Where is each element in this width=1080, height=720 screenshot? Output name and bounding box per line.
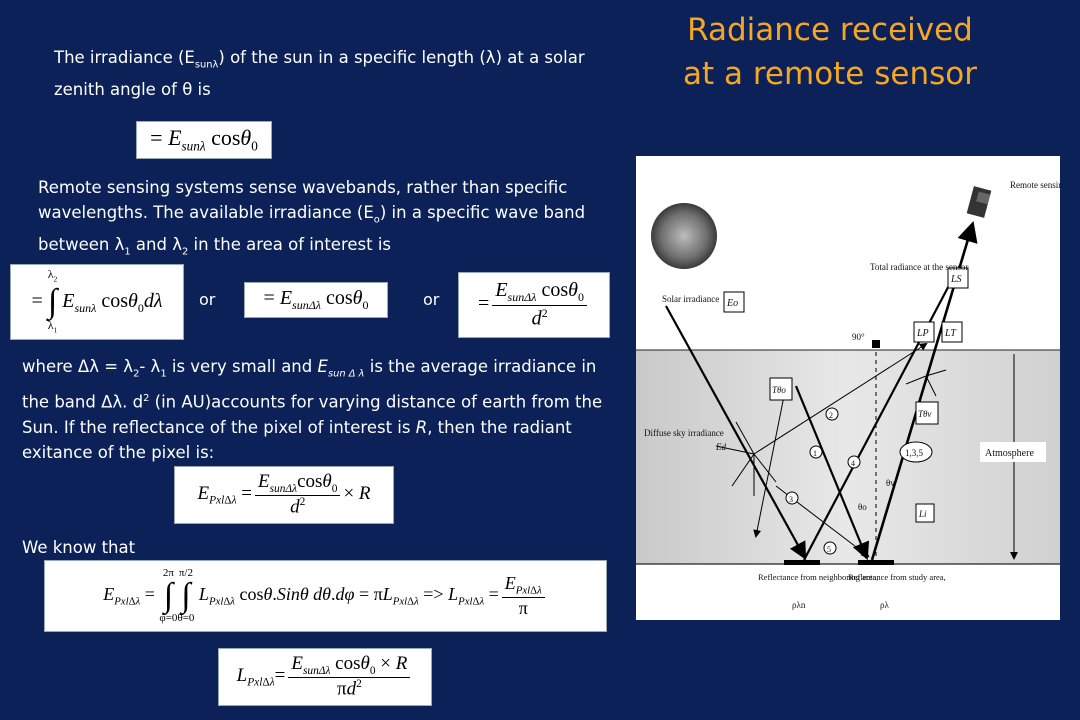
ls-box	[947, 267, 969, 289]
radiance-diagram-svg: Remote sensing system A	[636, 180, 1080, 610]
radiance-diagram: Remote sensing system A	[636, 156, 1080, 620]
diagram-label-rho-neighbor: ρλn	[792, 600, 806, 610]
exitance-symbol: E	[317, 357, 328, 376]
diagram-label-rho-study: ρλ	[880, 600, 889, 610]
sensor-icon	[966, 186, 992, 218]
waveband-text-part: ) in a specific wave band between λ	[38, 203, 586, 255]
diagram-label-t-theta-v: Tθv	[918, 409, 931, 419]
waveband-text: Remote sensing systems sense wavebands, …	[38, 175, 618, 265]
exitance-subscript: sun Δ λ	[327, 368, 365, 380]
atmosphere-label-box	[980, 442, 1046, 462]
waveband-subscript: 2	[181, 246, 189, 258]
exitance-subscript: 1	[160, 368, 167, 380]
waveband-text-part: and λ	[130, 235, 182, 255]
exitance-text-part: (in AU)accounts for varying distance of …	[22, 392, 603, 437]
diagram-label-diffuse-sky: Diffuse sky irradiance	[644, 428, 724, 438]
path-5-marker	[823, 541, 837, 555]
exitance-text-part: - λ	[139, 357, 161, 376]
neighbor-area-bar	[784, 560, 820, 565]
exitance-text: where Δλ = λ2- λ1 is very small and Esun…	[22, 354, 628, 465]
exitance-text-part: is very small and	[166, 357, 318, 376]
or-label-1: or	[199, 290, 216, 309]
path-4-marker	[847, 455, 861, 469]
diagram-label-refl-study: Reflectance from study area,	[848, 572, 946, 582]
reflectance-symbol: R	[415, 417, 428, 437]
diagram-label-atmosphere: Atmosphere	[985, 448, 1034, 459]
paths-ellipse	[899, 441, 933, 463]
exitance-superscript: 2	[143, 393, 150, 405]
diagram-label-refl-neighbor: Reflectance from neighboring area,	[758, 572, 878, 582]
waveband-text-part: in the area of interest is	[188, 235, 392, 255]
diagram-label-li: Li	[918, 509, 927, 519]
path-2-marker	[825, 407, 839, 421]
intro-text: The irradiance (Esunλ) of the sun in a s…	[54, 45, 614, 102]
or-label-2: or	[423, 290, 440, 309]
exitance-text-part: is the average irradiance in the band Δλ…	[22, 357, 597, 412]
equation-irradiance: = Esunλ cosθ0	[136, 121, 272, 159]
waveband-text-part: Remote sensing systems sense wavebands, …	[38, 178, 568, 222]
path-1-marker	[809, 445, 823, 459]
waveband-subscript: 1	[124, 246, 131, 258]
waveband-subscript: o	[373, 214, 380, 226]
lt-box	[941, 321, 963, 343]
equation-band-average: = EsunΔλ cosθ0	[244, 282, 388, 318]
solar-ray-2	[794, 385, 870, 561]
intro-text-part: The irradiance (E	[54, 48, 195, 67]
diffuse-scatter-lines	[715, 342, 947, 558]
intro-text-part: ) of the sun in a specific length (λ) at…	[54, 48, 585, 100]
diagram-label-total-radiance: Total radiance at the sensor	[870, 262, 968, 272]
exitance-text-part: where Δλ = λ	[22, 357, 134, 376]
sun-image	[651, 203, 717, 269]
exitance-text-part: , then the radiant exitance of the pixel…	[22, 417, 572, 462]
diagram-label-theta-o: θo	[858, 502, 867, 512]
diagram-label-n4: 4	[851, 459, 855, 468]
diagram-label-n5: 5	[827, 545, 831, 554]
diagram-label-theta-v: θv	[886, 478, 895, 488]
eo-box	[723, 291, 745, 313]
diagram-label-lt: LT	[944, 328, 957, 339]
diagram-label-solar-irradiance: Solar irradiance	[662, 294, 719, 304]
path-3-marker	[785, 491, 799, 505]
slide-title: Radiance received at a remote sensor	[683, 12, 977, 92]
diagram-label-lp: LP	[916, 328, 929, 339]
sensor-position-marker	[872, 340, 880, 348]
equation-integral: = λ2∫λ1 Esunλ cosθ0dλ	[10, 264, 184, 340]
solar-ray-1	[665, 305, 807, 560]
diagram-label-t-theta-o: Tθo	[772, 385, 786, 395]
diagram-label-remote-sensing: Remote sensing system	[1010, 180, 1060, 190]
study-area-bar	[858, 560, 894, 565]
we-know-label: We know that	[22, 538, 136, 557]
diagram-label-ed: Ed	[715, 442, 726, 452]
diagram-label-paths: 1,3,5	[905, 448, 924, 458]
diagram-label-n2: 2	[829, 411, 833, 420]
exitance-subscript: 2	[133, 368, 140, 380]
diagram-label-n3: 3	[789, 495, 793, 504]
diagram-label-angle-90: 90°	[852, 332, 865, 342]
diagram-label-eo: Eo	[726, 298, 738, 309]
t-theta-v-box	[915, 401, 939, 425]
intro-subscript: sunλ	[194, 59, 219, 71]
diagram-label-ls: LS	[950, 274, 962, 285]
t-theta-o-box	[769, 377, 793, 401]
lp-box	[913, 321, 935, 343]
diagram-label-n1: 1	[813, 449, 817, 458]
li-box	[915, 503, 935, 523]
